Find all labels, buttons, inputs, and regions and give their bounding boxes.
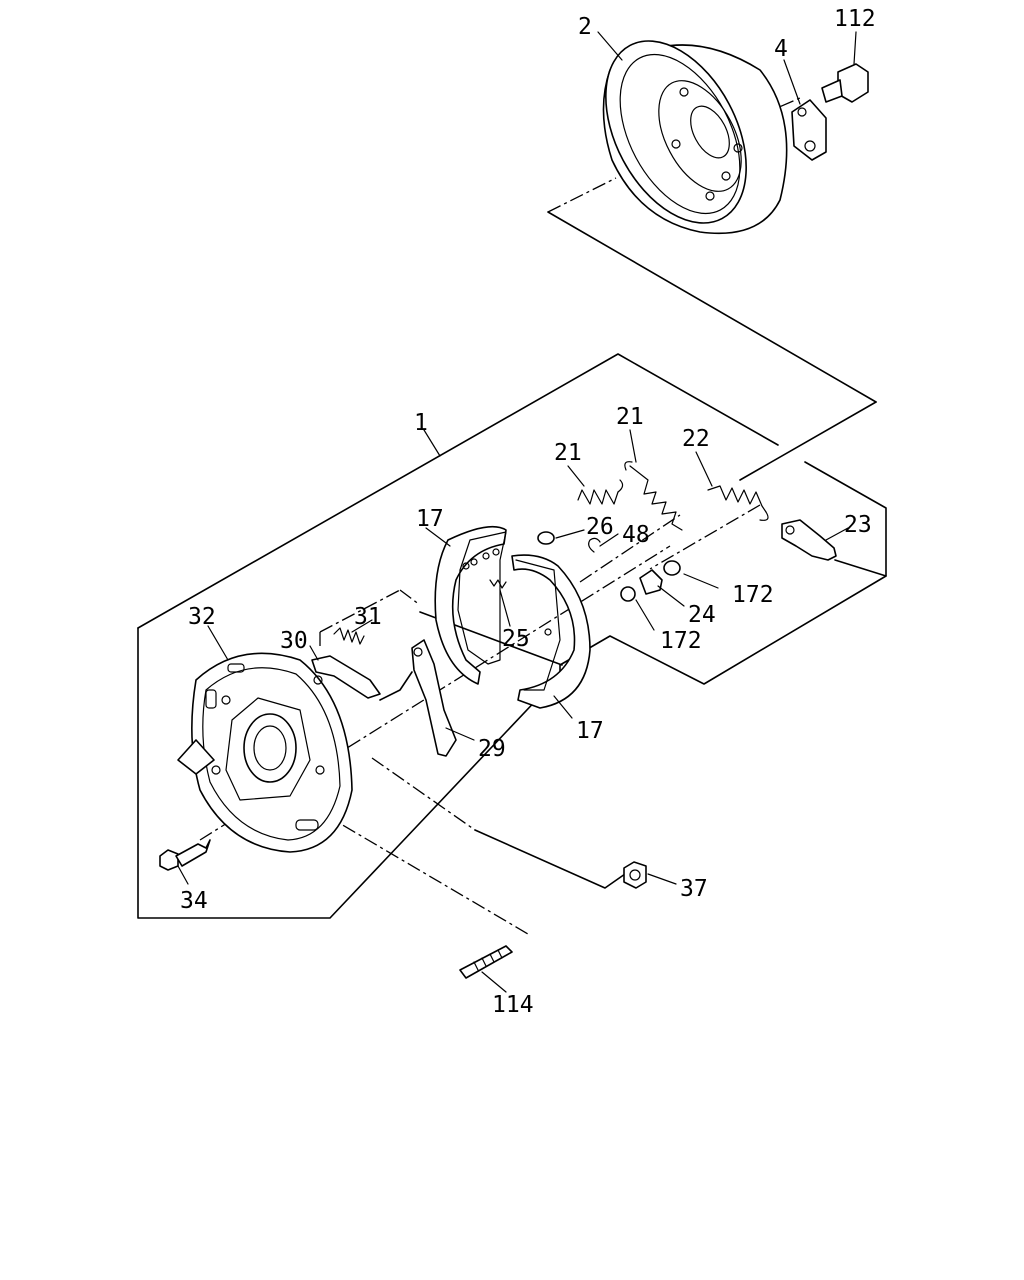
label-24: 24 bbox=[688, 602, 716, 628]
label-37: 37 bbox=[680, 876, 708, 902]
label-26: 26 bbox=[586, 514, 614, 540]
label-17-lower: 17 bbox=[576, 718, 604, 744]
bleeder-screw bbox=[821, 63, 869, 103]
label-172-left: 172 bbox=[660, 628, 702, 654]
hex-nut bbox=[623, 861, 647, 889]
retainer-spring-25 bbox=[489, 579, 507, 589]
label-29: 29 bbox=[478, 736, 506, 762]
callout-leaders bbox=[177, 31, 857, 993]
label-48: 48 bbox=[622, 522, 650, 548]
washer-172a bbox=[663, 560, 681, 576]
brake-shoe-left bbox=[434, 525, 507, 685]
label-21-left: 21 bbox=[554, 440, 582, 466]
label-17-upper: 17 bbox=[416, 506, 444, 532]
label-1: 1 bbox=[414, 410, 428, 436]
label-21-right: 21 bbox=[616, 404, 644, 430]
label-32: 32 bbox=[188, 604, 216, 630]
brake-shoe-right bbox=[511, 554, 591, 709]
label-31: 31 bbox=[354, 604, 382, 630]
part-labels: 2 4 112 1 17 21 21 22 23 26 48 172 24 17… bbox=[180, 6, 876, 1018]
bolt bbox=[159, 839, 211, 871]
washer-172b bbox=[620, 586, 636, 602]
parking-lever bbox=[411, 639, 457, 757]
label-23: 23 bbox=[844, 512, 872, 538]
label-4: 4 bbox=[774, 36, 788, 62]
adjuster-spring bbox=[333, 627, 365, 645]
return-spring-21b bbox=[624, 461, 683, 531]
label-25: 25 bbox=[502, 626, 530, 652]
clip-48 bbox=[588, 537, 601, 553]
backing-plate bbox=[177, 652, 353, 853]
return-spring-22 bbox=[707, 485, 769, 521]
label-172-right: 172 bbox=[732, 582, 774, 608]
label-112: 112 bbox=[834, 6, 876, 32]
label-34: 34 bbox=[180, 888, 208, 914]
label-22: 22 bbox=[682, 426, 710, 452]
spring-cup bbox=[639, 569, 663, 595]
wheel-cylinder bbox=[781, 519, 837, 561]
wheel-stud bbox=[459, 945, 513, 979]
return-spring-21a bbox=[577, 479, 624, 505]
brake-drum bbox=[602, 40, 788, 235]
label-30: 30 bbox=[280, 628, 308, 654]
bracket-plate bbox=[791, 99, 827, 161]
adjuster-strut bbox=[311, 655, 381, 699]
label-2: 2 bbox=[578, 14, 592, 40]
label-114: 114 bbox=[492, 992, 534, 1018]
washer-26 bbox=[537, 531, 555, 545]
